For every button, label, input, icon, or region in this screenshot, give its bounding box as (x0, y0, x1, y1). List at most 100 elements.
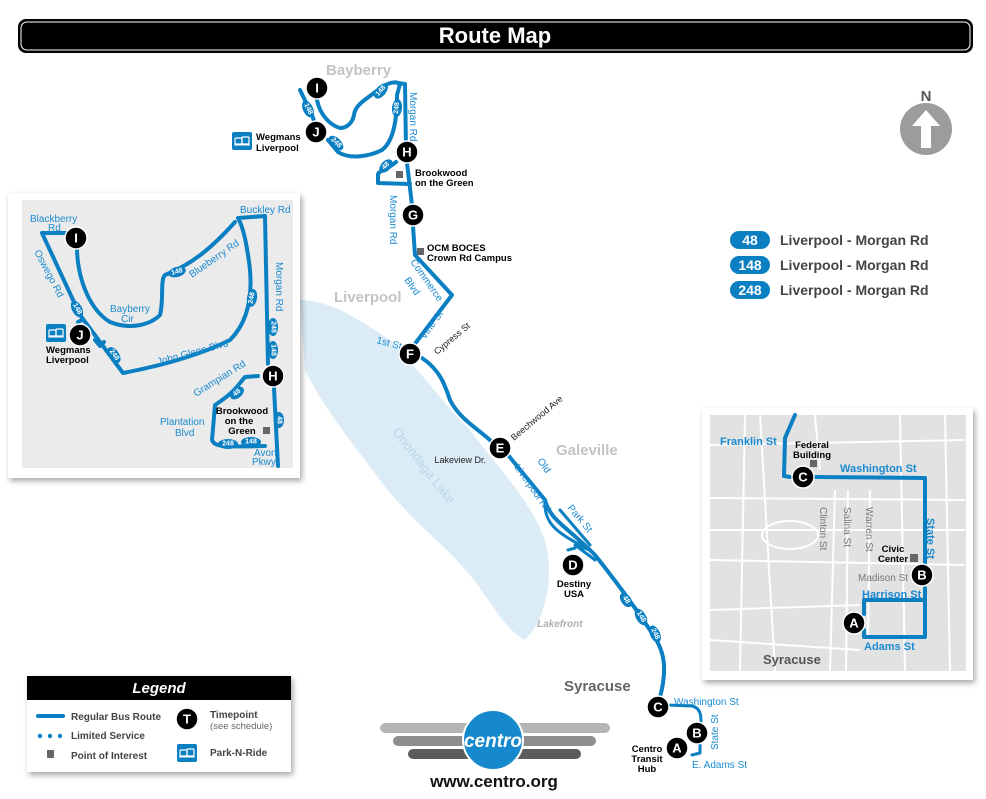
svg-text:Federal: Federal (795, 440, 829, 451)
svg-text:Cir: Cir (121, 314, 134, 325)
route-badge: 248 (391, 99, 403, 117)
svg-text:on the: on the (225, 416, 254, 427)
svg-text:248: 248 (738, 282, 762, 298)
svg-text:Liverpool - Morgan Rd: Liverpool - Morgan Rd (780, 282, 929, 298)
svg-text:I: I (74, 231, 78, 246)
svg-text:Morgan Rd: Morgan Rd (407, 92, 418, 141)
svg-text:148: 148 (270, 344, 277, 356)
points-of-interest: Wegmans Liverpool Brookwood on the Green… (231, 131, 663, 775)
svg-text:148: 148 (170, 267, 183, 277)
svg-text:248: 248 (393, 102, 401, 114)
svg-text:148: 148 (635, 610, 647, 624)
place-bayberry: Bayberry (326, 62, 392, 79)
svg-text:48: 48 (276, 416, 283, 424)
svg-text:248: 248 (649, 627, 660, 641)
route-badge: 48 (379, 159, 393, 173)
svg-text:Civic: Civic (882, 544, 905, 555)
svg-text:B: B (917, 568, 926, 583)
svg-text:Destiny: Destiny (557, 579, 592, 590)
route-badge: 48 (619, 592, 633, 608)
svg-text:Point of Interest: Point of Interest (71, 751, 148, 762)
svg-text:Transit: Transit (631, 754, 663, 765)
svg-text:Hub: Hub (638, 764, 657, 775)
svg-text:Bayberry: Bayberry (110, 304, 150, 315)
place-galeville: Galeville (556, 442, 618, 459)
place-syracuse: Syracuse (564, 678, 631, 695)
svg-text:T: T (183, 712, 191, 727)
svg-text:48: 48 (232, 388, 243, 398)
svg-text:Liverpool - Morgan Rd: Liverpool - Morgan Rd (780, 232, 929, 248)
route-badge: 148 (634, 608, 648, 626)
svg-text:J: J (76, 328, 83, 343)
svg-text:Pkwy: Pkwy (252, 457, 276, 468)
place-liverpool: Liverpool (334, 289, 402, 306)
svg-text:State St: State St (924, 518, 936, 559)
svg-text:H: H (268, 369, 277, 384)
park-n-ride-icon (176, 743, 198, 763)
svg-text:Washington St: Washington St (674, 697, 739, 708)
svg-text:Lakeview Dr.: Lakeview Dr. (434, 455, 486, 465)
svg-text:Salina St: Salina St (841, 507, 852, 547)
svg-text:A: A (849, 616, 859, 631)
route-list: 48 Liverpool - Morgan Rd 148 Liverpool -… (730, 231, 929, 299)
onondaga-lake (300, 300, 549, 640)
north-arrow: N (900, 88, 952, 155)
inset-map-bayberry: 148 248 148 248 248 148 48 48 248 148 Bl… (8, 193, 300, 478)
svg-text:Avon: Avon (254, 448, 277, 459)
svg-text:Wegmans: Wegmans (46, 345, 91, 356)
svg-text:248: 248 (270, 321, 277, 333)
svg-text:Washington St: Washington St (840, 463, 917, 475)
svg-text:centro: centro (464, 731, 522, 752)
svg-text:USA: USA (564, 589, 584, 600)
website-link[interactable]: www.centro.org (429, 772, 558, 791)
route-item-48: 48 Liverpool - Morgan Rd (730, 231, 929, 249)
route-item-148: 148 Liverpool - Morgan Rd (730, 256, 929, 274)
svg-text:C: C (653, 700, 663, 715)
svg-text:Morgan Rd: Morgan Rd (273, 262, 284, 311)
svg-text:Centro: Centro (632, 744, 663, 755)
svg-text:C: C (798, 470, 808, 485)
place-lakefront: Lakefront (537, 619, 583, 630)
svg-text:Old: Old (535, 456, 553, 475)
poi-swatch (47, 750, 54, 758)
svg-text:48: 48 (742, 232, 758, 248)
route-badge: 248 (649, 625, 661, 643)
svg-text:148: 148 (71, 302, 83, 316)
svg-text:State St: State St (710, 714, 721, 750)
svg-text:Blvd: Blvd (175, 428, 194, 439)
park-n-ride-icon (231, 131, 253, 151)
svg-text:Syracuse: Syracuse (763, 652, 821, 667)
svg-text:148: 148 (302, 102, 313, 116)
timepoints: I J H G F E D C B A (304, 76, 709, 760)
svg-text:Franklin St: Franklin St (720, 436, 777, 448)
svg-text:A: A (672, 741, 682, 756)
route-badges: 48 148 248 148 248 148 248 48 (302, 83, 661, 643)
route-badge: 148 (302, 100, 314, 118)
inset-map-downtown: Franklin St Federal Building Washington … (702, 408, 973, 680)
svg-text:J: J (312, 125, 319, 140)
svg-text:48: 48 (621, 595, 631, 605)
svg-text:Crown Rd Campus: Crown Rd Campus (427, 253, 512, 264)
svg-text:Morgan Rd: Morgan Rd (387, 195, 398, 244)
svg-text:E. Adams St: E. Adams St (692, 760, 747, 771)
svg-text:Vine St: Vine St (418, 309, 446, 342)
svg-text:248: 248 (222, 441, 234, 448)
svg-text:I: I (315, 81, 319, 96)
svg-text:Buckley Rd: Buckley Rd (240, 205, 291, 216)
svg-text:Liverpool - Morgan Rd: Liverpool - Morgan Rd (780, 257, 929, 273)
legend-title: Legend (132, 680, 186, 697)
svg-text:OCM BOCES: OCM BOCES (427, 243, 486, 254)
svg-text:Timepoint: Timepoint (210, 710, 258, 721)
route-item-248: 248 Liverpool - Morgan Rd (730, 281, 929, 299)
page-title: Route Map (439, 23, 551, 48)
svg-text:Harrison St: Harrison St (862, 589, 922, 601)
svg-text:Plantation: Plantation (160, 417, 204, 428)
svg-text:B: B (692, 726, 701, 741)
svg-text:248: 248 (248, 292, 257, 305)
route-badge: 248 (328, 135, 344, 151)
route-badge: 148 (374, 83, 388, 99)
svg-text:Park-N-Ride: Park-N-Ride (210, 748, 268, 759)
svg-text:on the Green: on the Green (415, 178, 474, 189)
svg-text:H: H (402, 145, 411, 160)
